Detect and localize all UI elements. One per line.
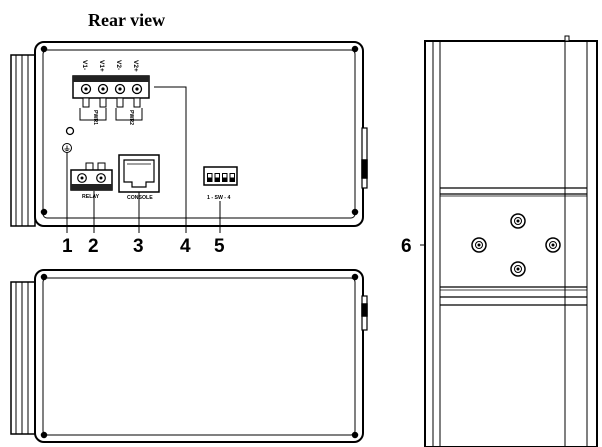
- relay-terminal-block: [70, 162, 113, 191]
- pin-label-v2-neg: V2-: [115, 60, 122, 70]
- ground-screw-icon: [62, 143, 72, 153]
- dip-switch: [203, 166, 238, 186]
- callout-4: 4: [180, 236, 191, 257]
- relay-label: RELAY: [82, 194, 100, 200]
- callout-6: 6: [401, 236, 412, 257]
- pin-label-v2-pos: V2+: [132, 60, 139, 72]
- console-label: CONSOLE: [127, 195, 153, 201]
- pin-label-v1-neg: V1-: [81, 60, 88, 70]
- pwr1-label: PWR1: [92, 110, 98, 125]
- callout-5: 5: [214, 236, 225, 257]
- led-indicator: [65, 126, 75, 136]
- side-view-unit: [10, 269, 368, 443]
- din-rail-screws: [471, 213, 561, 277]
- pwr2-label: PWR2: [128, 110, 134, 125]
- dip-switch-label: 1 - SW - 4: [207, 195, 230, 201]
- console-port: [118, 154, 160, 193]
- din-rail-unit: [424, 35, 598, 447]
- pin-label-v1-pos: V1+: [98, 60, 105, 72]
- callout-1: 1: [62, 236, 73, 257]
- callout-3: 3: [133, 236, 144, 257]
- power-terminal-block: [72, 75, 150, 121]
- callout-leaders: [66, 86, 469, 246]
- rear-panel-unit: [10, 41, 368, 227]
- callout-2: 2: [88, 236, 99, 257]
- diagram-title: Rear view: [88, 10, 165, 30]
